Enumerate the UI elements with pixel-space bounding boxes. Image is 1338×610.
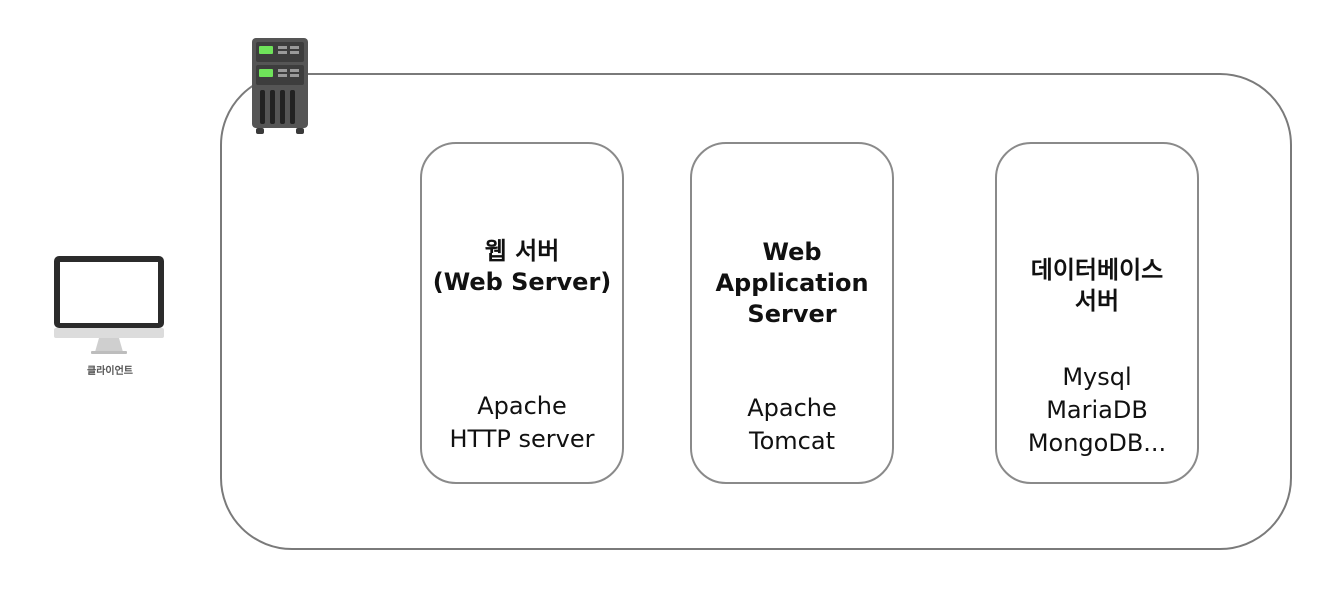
database-server-title: 데이터베이스 서버 bbox=[1030, 256, 1164, 315]
web-server-card: 웹 서버 (Web Server) Apache HTTP server bbox=[420, 142, 624, 484]
desktop-monitor-icon bbox=[54, 256, 164, 354]
was-examples: Apache Tomcat bbox=[747, 394, 837, 455]
web-server-title: 웹 서버 (Web Server) bbox=[432, 237, 612, 296]
database-server-card: 데이터베이스 서버 Mysql MariaDB MongoDB... bbox=[995, 142, 1199, 484]
client-label: 클라이언트 bbox=[87, 366, 133, 377]
database-server-examples: Mysql MariaDB MongoDB... bbox=[1027, 363, 1167, 457]
server-side-container bbox=[220, 73, 1292, 550]
was-card: Web Application Server Apache Tomcat bbox=[690, 142, 894, 484]
was-title: Web Application Server bbox=[715, 238, 869, 328]
client: 클라이언트 bbox=[50, 255, 170, 380]
web-server-examples: Apache HTTP server bbox=[449, 392, 595, 453]
server-tower-icon bbox=[252, 38, 308, 134]
